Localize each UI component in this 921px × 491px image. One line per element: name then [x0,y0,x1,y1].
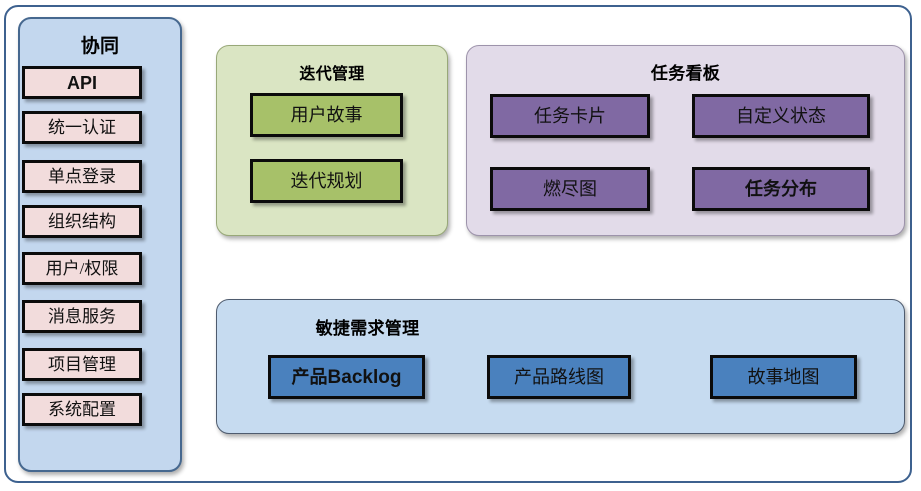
iteration-item-user-story[interactable]: 用户故事 [250,93,403,137]
sidebar-item-user-permission[interactable]: 用户/权限 [22,252,142,285]
agile-item-product-roadmap[interactable]: 产品路线图 [487,355,631,399]
iteration-item-iteration-planning-label: 迭代规划 [290,171,363,191]
sidebar-item-message-service-label: 消息服务 [48,307,116,326]
sidebar-item-api[interactable]: API [22,66,142,99]
panel-collaboration-title: 协同 [80,36,120,57]
sidebar-item-sso-label: 单点登录 [48,167,116,186]
agile-item-product-backlog-label: 产品 [291,367,328,387]
sidebar-item-system-config-label: 系统配置 [48,400,116,419]
taskboard-item-task-card-label: 任务卡片 [534,106,606,126]
agile-item-story-map-label: 故事地图 [747,367,820,387]
sidebar-item-project-management[interactable]: 项目管理 [22,348,142,381]
panel-iteration-management: 迭代管理 [216,45,448,236]
sidebar-item-unified-auth[interactable]: 统一认证 [22,111,142,144]
taskboard-item-task-card[interactable]: 任务卡片 [490,94,650,138]
sidebar-item-api-label: API [66,72,97,93]
panel-taskboard-title: 任务看板 [650,64,721,83]
taskboard-item-task-distribution-label: 任务分布 [745,179,817,199]
iteration-item-iteration-planning[interactable]: 迭代规划 [250,159,403,203]
panel-iteration-management-title: 迭代管理 [299,66,365,83]
taskboard-item-custom-status-label: 自定义状态 [736,106,826,126]
agile-item-product-backlog-label-suffix: Backlog [327,366,402,388]
sidebar-item-org-structure-label: 组织结构 [48,212,116,231]
agile-item-product-roadmap-label: 产品路线图 [514,367,604,387]
taskboard-item-burndown-chart-label: 燃尽图 [543,179,597,199]
sidebar-item-user-permission-label: 用户/权限 [45,259,119,278]
sidebar-item-system-config[interactable]: 系统配置 [22,393,142,426]
taskboard-item-task-distribution[interactable]: 任务分布 [692,167,870,211]
sidebar-item-project-management-label: 项目管理 [48,355,116,374]
sidebar-item-message-service[interactable]: 消息服务 [22,300,142,333]
agile-item-story-map[interactable]: 故事地图 [710,355,857,399]
sidebar-item-sso[interactable]: 单点登录 [22,160,142,193]
sidebar-item-org-structure[interactable]: 组织结构 [22,205,142,238]
panel-agile-requirements-title: 敏捷需求管理 [315,319,420,338]
taskboard-item-custom-status[interactable]: 自定义状态 [692,94,870,138]
iteration-item-user-story-label: 用户故事 [290,105,363,125]
taskboard-item-burndown-chart[interactable]: 燃尽图 [490,167,650,211]
sidebar-item-unified-auth-label: 统一认证 [48,118,116,137]
